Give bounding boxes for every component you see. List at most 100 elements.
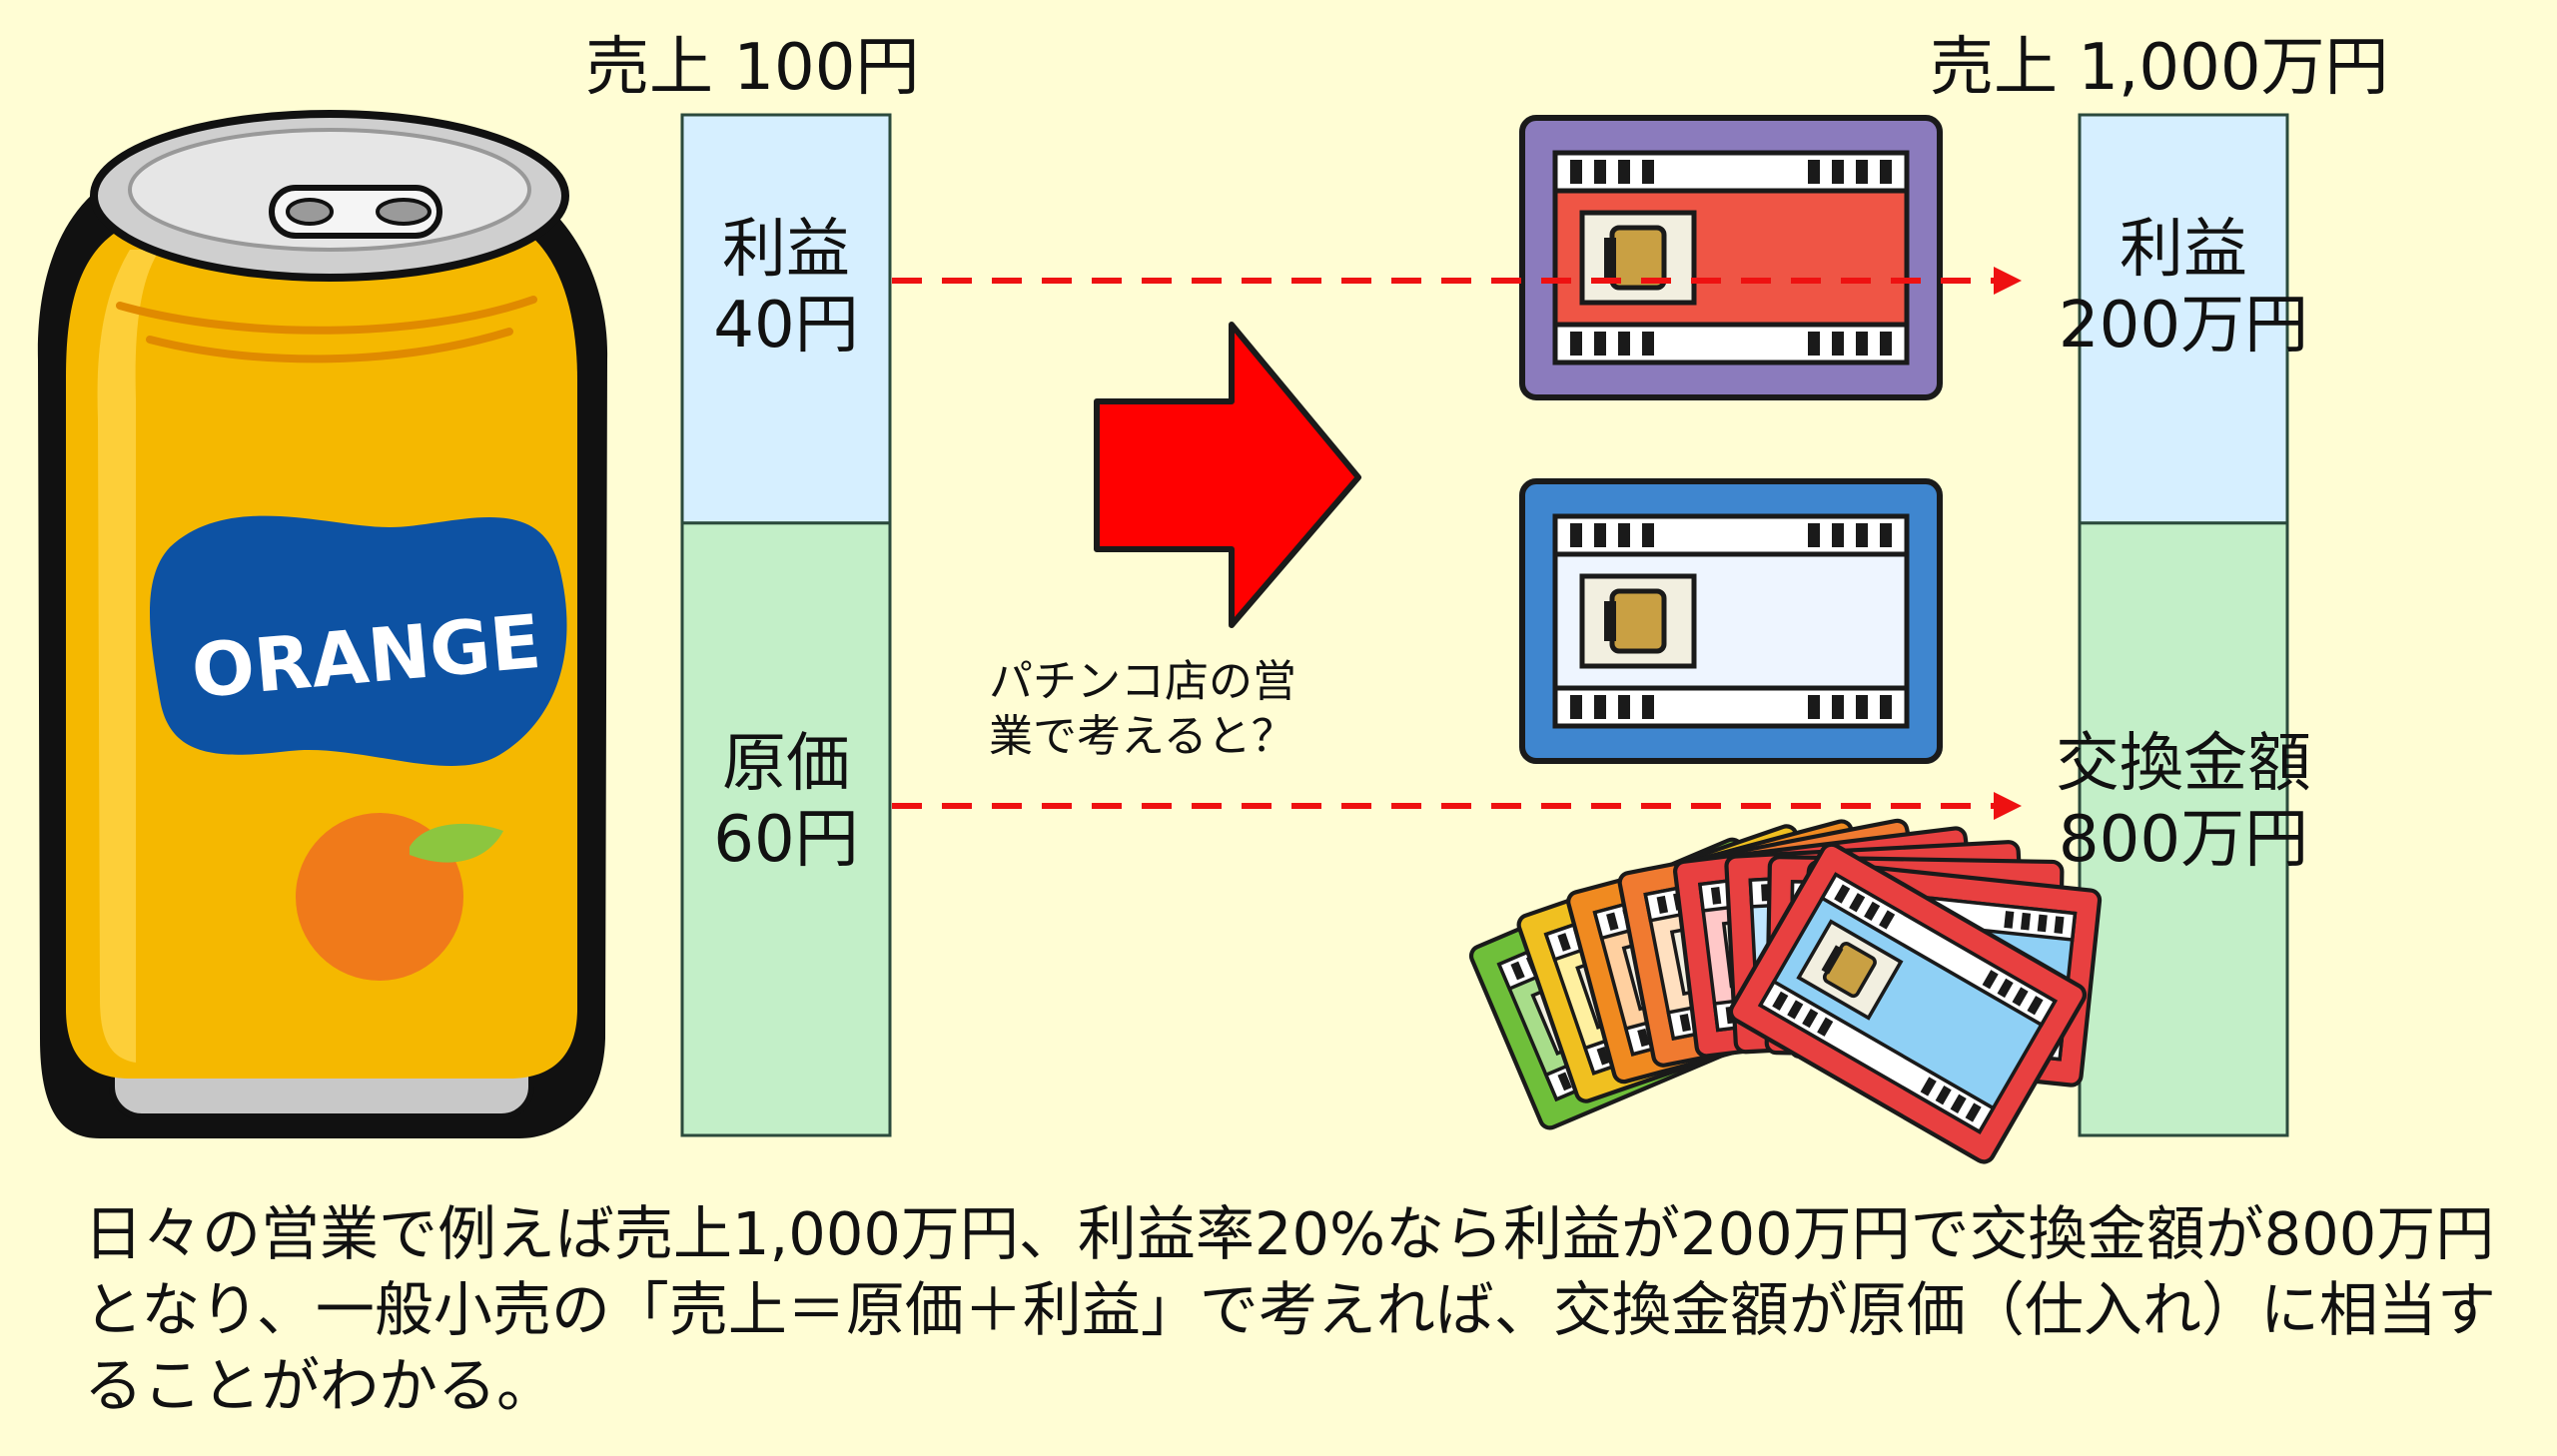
arrow-note-line-2: 業で考えると？ <box>989 711 1295 762</box>
cost-connector-arrow <box>892 792 2022 820</box>
fanned-card-front-chip-edge <box>1821 945 1844 975</box>
profit-connector-arrow <box>892 267 2022 295</box>
right-exchange-text: 交換金額 800万円 <box>2034 727 2333 878</box>
arrow-note: パチンコ店の営 業で考えると？ <box>989 654 1296 764</box>
right-sales-label: 売上 1,000万円 <box>1930 31 2389 105</box>
fanned-card-1-tick <box>1557 1072 1572 1092</box>
can-tab-hole-2 <box>376 198 431 226</box>
left-bar-profit-segment <box>680 113 892 525</box>
fanned-card-front-tick <box>1935 1086 1952 1105</box>
right-exchange-label: 交換金額 <box>2056 727 2311 801</box>
prepaid-card-blue-icon-tick <box>1642 695 1654 719</box>
can-curve-2 <box>146 328 513 364</box>
prepaid-card-blue-icon-tick <box>1856 695 1868 719</box>
profit-connector-arrow-head <box>1994 267 2022 295</box>
prepaid-card-red-icon-tick <box>1594 160 1606 184</box>
prepaid-card-blue-icon-tick <box>1570 523 1582 547</box>
fanned-card-front-tick <box>1834 884 1851 904</box>
can-highlight <box>97 250 160 1063</box>
left-sales-label: 売上 100円 <box>585 31 920 105</box>
prepaid-card-red-icon-tick <box>1832 160 1844 184</box>
fanned-card-front-tick <box>1817 1017 1834 1037</box>
prepaid-card-red-icon-top-stripe <box>1552 150 1910 194</box>
left-cost-label: 原価 <box>722 727 850 801</box>
fanned-card-8-tick <box>2004 911 2015 929</box>
fanned-card-8-tick <box>2054 916 2065 935</box>
can-logo-badge <box>150 515 567 766</box>
fanned-card-3-tick <box>1637 1028 1650 1048</box>
prepaid-card-blue-icon-tick <box>1808 523 1820 547</box>
prepaid-card-blue-icon-tick <box>1570 695 1582 719</box>
fanned-card-front-tick <box>1965 1102 1982 1122</box>
prepaid-card-red-icon-tick <box>1618 160 1630 184</box>
prepaid-card-blue-icon-chip <box>1609 588 1667 654</box>
prepaid-card-red-icon-chip-edge <box>1604 238 1616 278</box>
fanned-card-5-tick <box>1710 887 1722 905</box>
right-profit-text: 利益 200万円 <box>2034 213 2333 364</box>
prepaid-card-blue-icon-tick <box>1832 695 1844 719</box>
left-bar-cost-segment <box>680 521 892 1137</box>
cost-connector-arrow-head <box>1994 792 2022 820</box>
prepaid-card-blue-icon-tick <box>1832 523 1844 547</box>
fanned-card-1-tick <box>1510 961 1525 981</box>
prepaid-card-red-icon-tick <box>1808 160 1820 184</box>
prepaid-card-blue-icon-tick <box>1594 695 1606 719</box>
left-cost-value: 60円 <box>713 802 859 877</box>
fanned-card-front-tick <box>1772 991 1789 1012</box>
prepaid-card-red-icon-tick <box>1642 160 1654 184</box>
prepaid-card-red-icon-tick <box>1832 332 1844 356</box>
fanned-card-front-top-stripe <box>1819 872 2058 1028</box>
fanned-card-front-tick <box>1864 901 1881 922</box>
prepaid-card-red-icon-tick <box>1808 332 1820 356</box>
prepaid-card-blue-icon-top-stripe <box>1552 513 1910 557</box>
big-red-arrow-icon <box>1094 322 1361 628</box>
fanned-card-front-tick <box>1879 910 1896 930</box>
prepaid-card-blue-icon-tick <box>1618 523 1630 547</box>
fanned-card-2-tick <box>1596 1046 1610 1066</box>
prepaid-card-blue-icon-chip-edge <box>1604 601 1616 641</box>
left-profit-value: 40円 <box>713 288 859 363</box>
left-cost-text: 原価 60円 <box>681 727 891 878</box>
fanned-card-front-bottom-stripe <box>1757 979 1997 1134</box>
orange-soda-can-icon: ORANGE <box>37 110 608 1138</box>
fanned-card-2-tick <box>1557 933 1571 952</box>
fanned-card-front-tick <box>1787 1000 1804 1020</box>
arrow-note-line-1: パチンコ店の営 <box>989 656 1296 707</box>
prepaid-card-red-icon-tick <box>1880 160 1892 184</box>
right-bar-profit-segment <box>2078 113 2289 525</box>
fanned-card-front-tick <box>1920 1077 1937 1096</box>
fanned-card-front-tick <box>2012 987 2029 1007</box>
prepaid-card-blue-icon-tick <box>1594 523 1606 547</box>
fanned-cards-icon <box>1468 818 2103 1164</box>
prepaid-card-red-icon-tick <box>1618 332 1630 356</box>
right-profit-label: 利益 <box>2120 213 2247 287</box>
fanned-card-front-tick <box>2027 996 2044 1016</box>
prepaid-card-blue-icon <box>1519 478 1943 764</box>
prepaid-card-blue-icon-tick <box>1808 695 1820 719</box>
fanned-card-8-tick <box>2037 914 2048 933</box>
prepaid-card-blue-icon-tick <box>1618 695 1630 719</box>
prepaid-card-red-icon-tick <box>1570 332 1582 356</box>
fanned-card-4-tick <box>1679 1014 1692 1033</box>
prepaid-card-red-icon-bottom-stripe <box>1552 322 1910 365</box>
fanned-card-4-tick <box>1656 895 1669 914</box>
prepaid-card-blue-icon-tick <box>1856 523 1868 547</box>
leaf-icon <box>410 823 503 863</box>
caption: 日々の営業で例えば売上1,000万円、利益率20%なら利益が200万円で交換金額… <box>84 1199 2496 1421</box>
left-profit-text: 利益 40円 <box>681 213 891 364</box>
right-profit-value: 200万円 <box>2058 288 2309 363</box>
prepaid-card-red-icon-tick <box>1856 160 1868 184</box>
prepaid-card-blue-icon-tick <box>1880 523 1892 547</box>
fanned-card-front-tick <box>1802 1008 1819 1029</box>
fanned-card-8-tick <box>2020 912 2032 931</box>
prepaid-card-blue-icon-bottom-stripe <box>1552 685 1910 729</box>
prepaid-card-red-icon-tick <box>1880 332 1892 356</box>
fanned-card-front-tick <box>1997 978 2014 999</box>
left-profit-label: 利益 <box>722 213 850 287</box>
fanned-card-front-tick <box>1982 970 1999 990</box>
prepaid-card-blue-icon-tick <box>1880 695 1892 719</box>
prepaid-card-red-icon-tick <box>1594 332 1606 356</box>
prepaid-card-red-icon-tick <box>1856 332 1868 356</box>
can-tab-hole-1 <box>286 198 334 226</box>
